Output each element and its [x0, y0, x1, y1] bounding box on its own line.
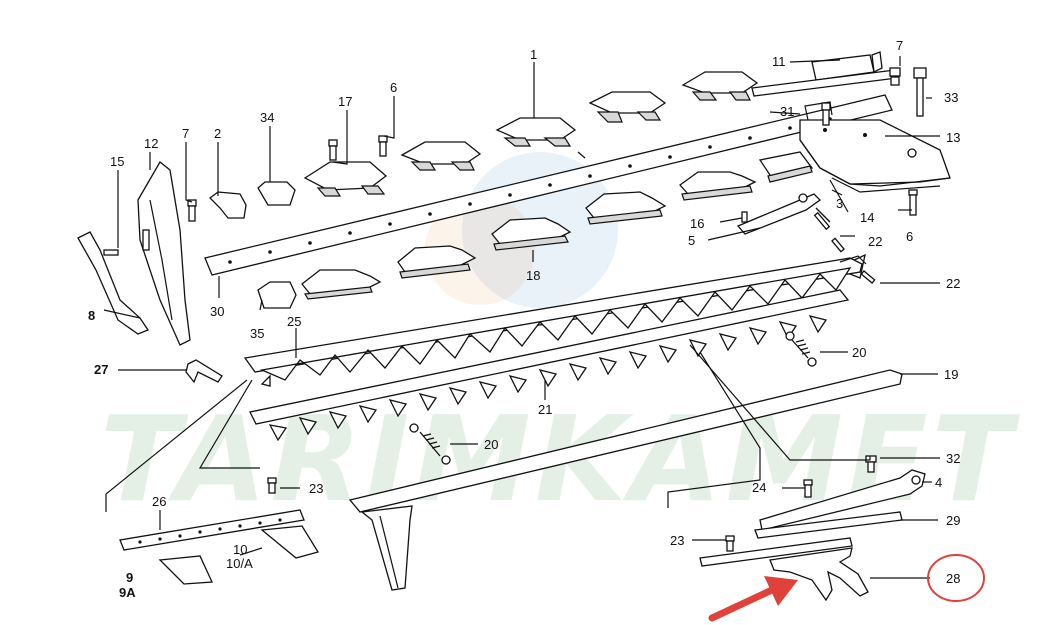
label-22-top: 22 — [868, 234, 882, 249]
label-14: 14 — [860, 210, 874, 225]
label-8: 8 — [88, 308, 95, 323]
label-28: 28 — [946, 571, 960, 586]
label-3: 3 — [836, 196, 843, 211]
label-26: 26 — [152, 494, 166, 509]
bar-19 — [348, 369, 903, 591]
label-23-right: 23 — [670, 533, 684, 548]
label-34: 34 — [260, 110, 274, 125]
highlight-annotation — [708, 554, 985, 622]
left-parts — [77, 135, 388, 384]
guards-21 — [249, 289, 850, 442]
label-35: 35 — [250, 326, 264, 341]
label-10: 10 — [233, 542, 247, 557]
bracket-13-14 — [799, 67, 951, 216]
label-18: 18 — [526, 268, 540, 283]
bottom-left-parts — [119, 477, 320, 585]
label-7-right: 7 — [896, 38, 903, 53]
knife-25 — [243, 255, 867, 387]
leader-lines — [103, 56, 940, 579]
callout-labels: 1 2 3 4 5 6 6 7 7 8 9 9A 10 10/A 11 12 1… — [88, 38, 960, 600]
bar-30 — [204, 94, 893, 276]
label-2: 2 — [214, 126, 221, 141]
label-19: 19 — [944, 367, 958, 382]
label-6-top: 6 — [390, 80, 397, 95]
label-29: 29 — [946, 513, 960, 528]
label-24: 24 — [752, 480, 766, 495]
label-1: 1 — [530, 47, 537, 62]
label-15: 15 — [110, 154, 124, 169]
label-5: 5 — [688, 233, 695, 248]
label-23-left: 23 — [309, 481, 323, 496]
label-27: 27 — [94, 362, 108, 377]
springs-20 — [409, 331, 817, 465]
middle-plates — [257, 151, 814, 309]
label-17: 17 — [338, 94, 352, 109]
label-12: 12 — [144, 136, 158, 151]
label-25: 25 — [287, 314, 301, 329]
label-6-right: 6 — [906, 229, 913, 244]
label-31: 31 — [780, 104, 794, 119]
top-plates — [209, 51, 898, 219]
label-7-left: 7 — [182, 126, 189, 141]
label-10a: 10/A — [226, 556, 253, 571]
label-13: 13 — [946, 130, 960, 145]
label-33: 33 — [944, 90, 958, 105]
bottom-right-parts — [699, 455, 926, 602]
label-22-right: 22 — [946, 276, 960, 291]
label-4: 4 — [935, 475, 942, 490]
label-20-left: 20 — [484, 437, 498, 452]
red-arrow-icon — [708, 576, 798, 622]
label-11: 11 — [772, 54, 786, 69]
label-9: 9 — [126, 570, 133, 585]
label-20-right: 20 — [852, 345, 866, 360]
label-32: 32 — [946, 451, 960, 466]
label-16: 16 — [690, 216, 704, 231]
label-9a: 9A — [119, 585, 136, 600]
label-30: 30 — [210, 304, 224, 319]
label-21: 21 — [538, 402, 552, 417]
highlight-circle — [927, 554, 985, 602]
